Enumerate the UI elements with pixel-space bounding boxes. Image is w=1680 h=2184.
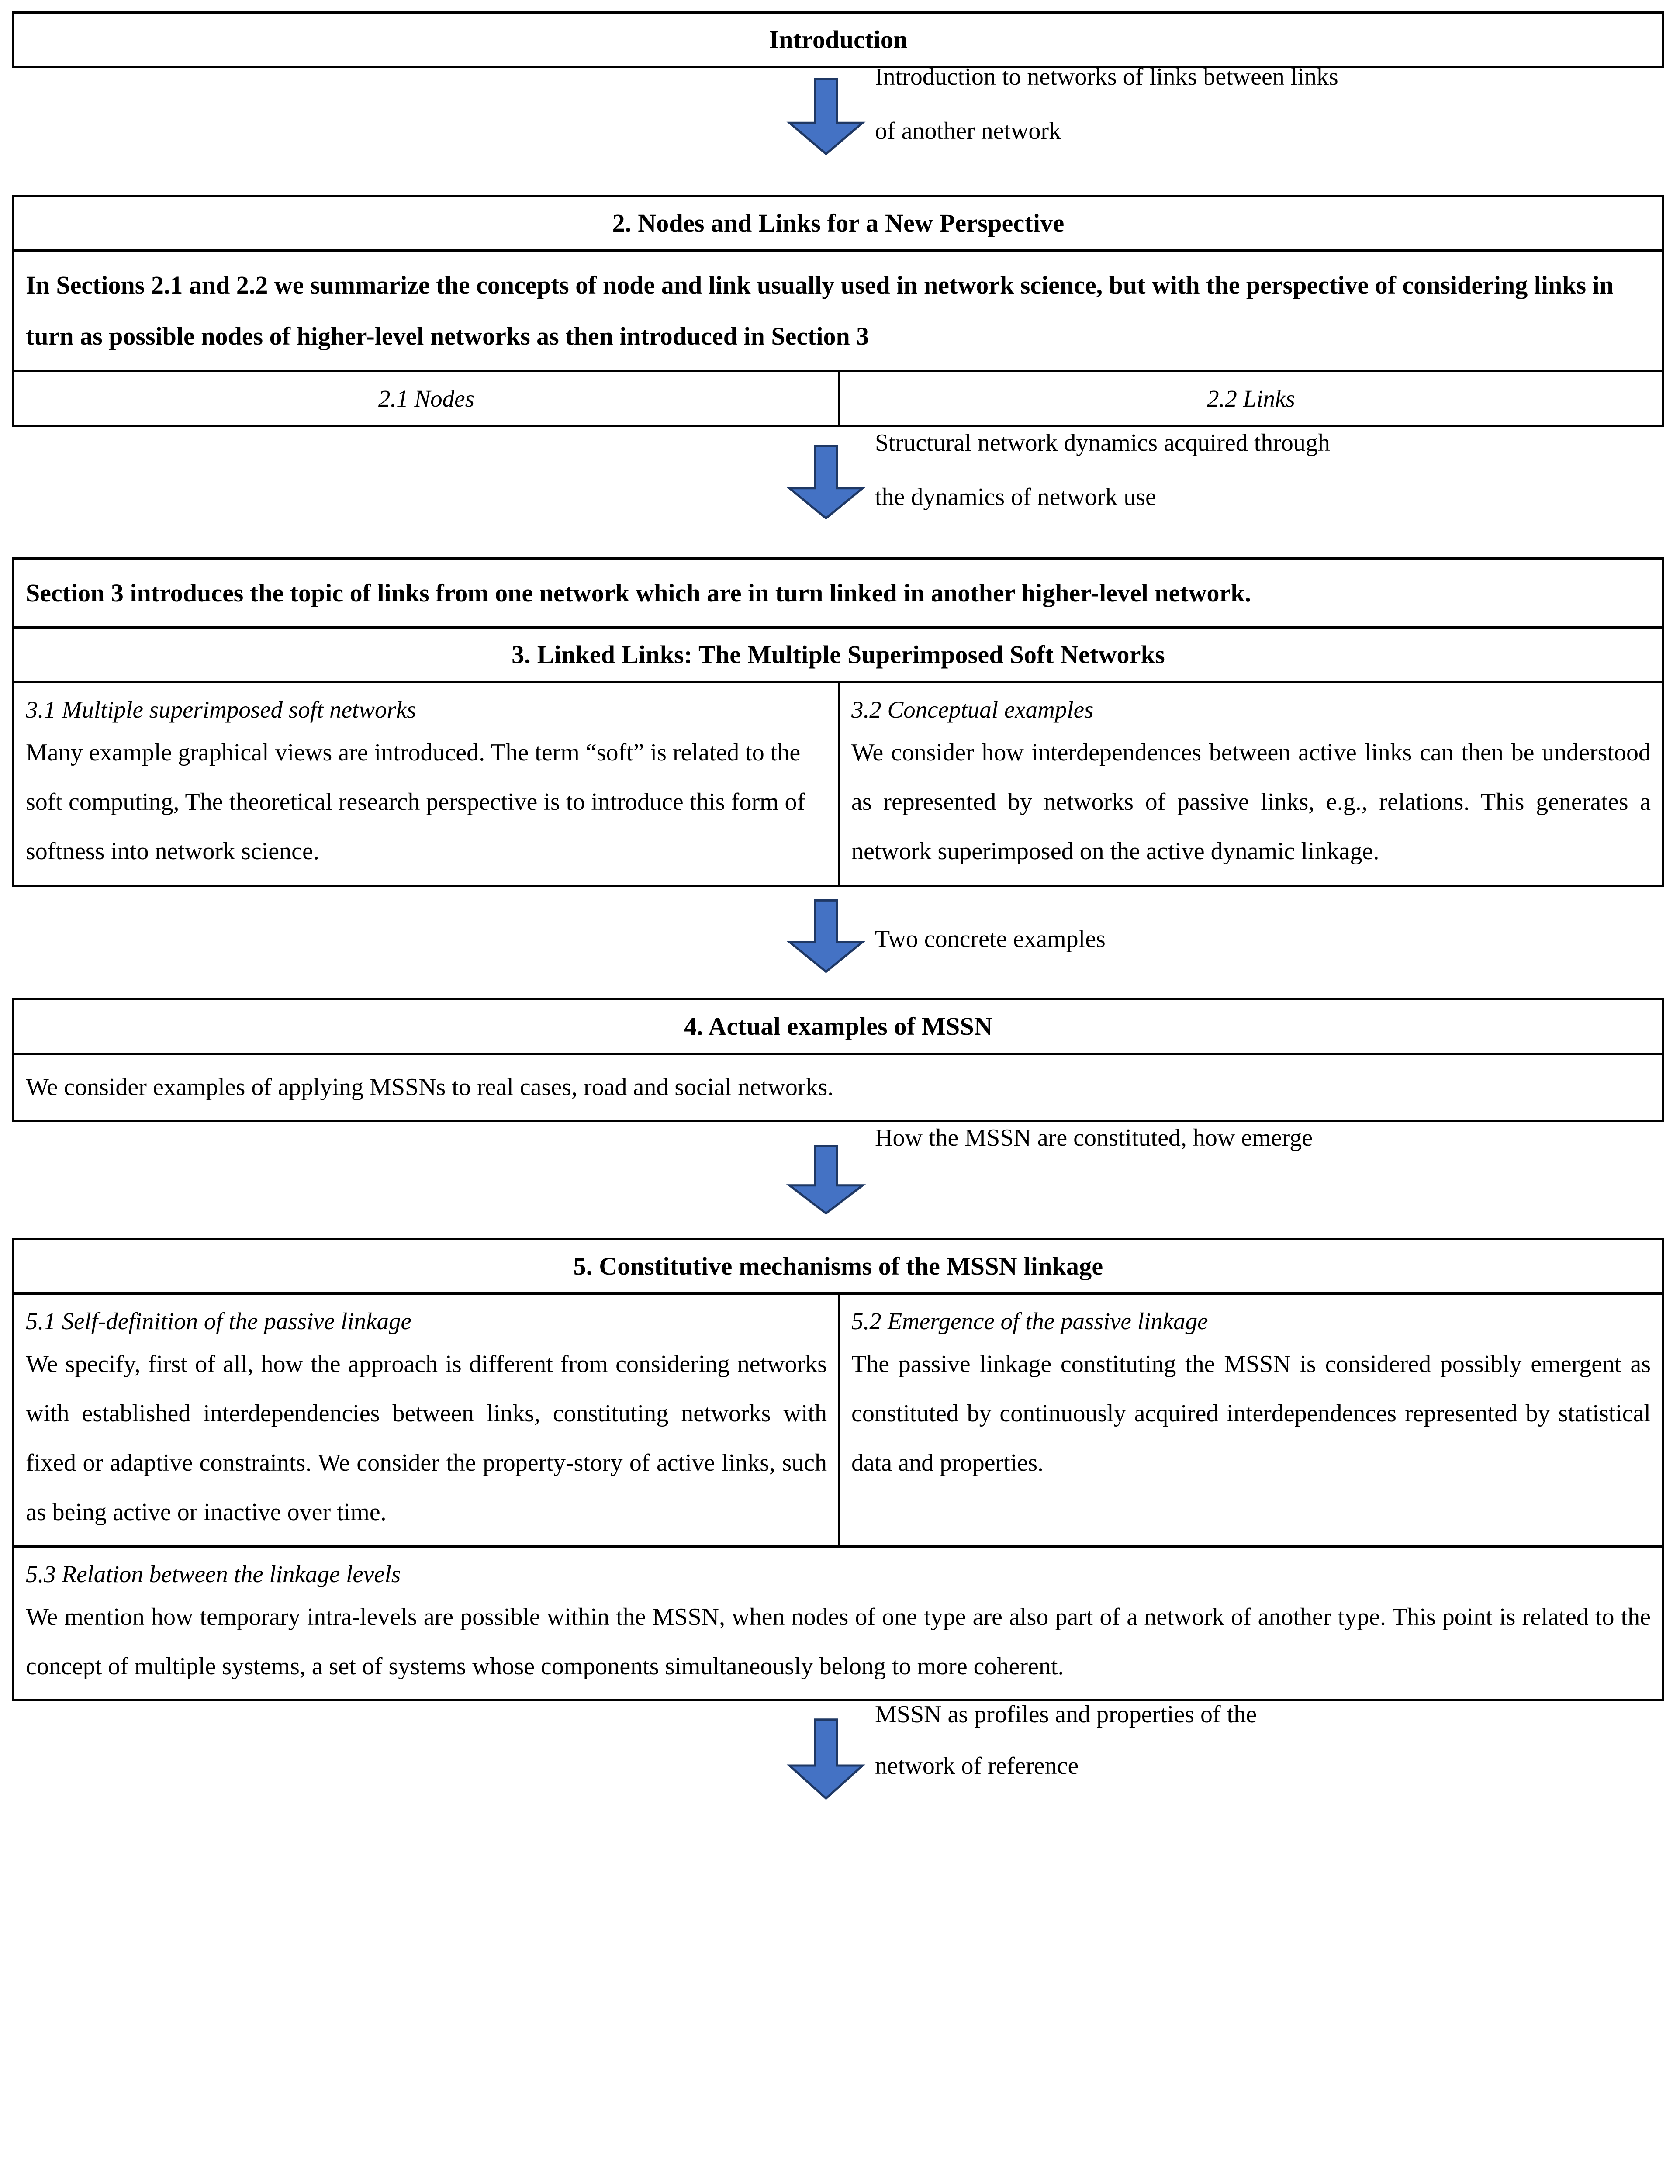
connector-1-line-2: of another network: [875, 117, 1061, 145]
connector-1: Introduction to networks of links betwee…: [12, 65, 1664, 195]
section-5-sub-3-title: 5.3 Relation between the linkage levels: [26, 1560, 401, 1587]
section-3-intro-row: Section 3 introduces the topic of links …: [14, 560, 1662, 626]
section-4-title-row: 4. Actual examples of MSSN: [14, 1000, 1662, 1053]
section-3-sub-2-title: 3.2 Conceptual examples: [851, 696, 1094, 723]
section-2-title: 2. Nodes and Links for a New Perspective: [612, 209, 1065, 238]
section-4-title: 4. Actual examples of MSSN: [684, 1012, 992, 1040]
introduction-box: Introduction: [12, 11, 1664, 69]
section-5-sub-3-row: 5.3 Relation between the linkage levels …: [14, 1545, 1662, 1699]
connector-2-labels: Structural network dynamics acquired thr…: [875, 431, 1330, 539]
introduction-title: Introduction: [769, 25, 908, 54]
connector-4: How the MSSN are constituted, how emerge: [12, 1122, 1664, 1238]
connector-5: MSSN as profiles and properties of the n…: [12, 1701, 1664, 1815]
section-2-box: 2. Nodes and Links for a New Perspective…: [12, 195, 1664, 427]
section-2-summary: In Sections 2.1 and 2.2 we summarize the…: [26, 271, 1614, 351]
section-5-subsections-row: 5.1 Self-definition of the passive linka…: [14, 1292, 1662, 1545]
section-5-sub-2-title: 5.2 Emergence of the passive linkage: [851, 1307, 1208, 1334]
section-2-subsections-row: 2.1 Nodes 2.2 Links: [14, 370, 1662, 425]
connector-3-line-1: Two concrete examples: [875, 925, 1106, 953]
section-3-sub-1-title: 3.1 Multiple superimposed soft networks: [26, 696, 416, 723]
connector-5-labels: MSSN as profiles and properties of the n…: [875, 1702, 1257, 1805]
down-arrow-icon: [786, 899, 866, 973]
section-3-title: 3. Linked Links: The Multiple Superimpos…: [512, 640, 1165, 669]
connector-1-labels: Introduction to networks of links betwee…: [875, 65, 1338, 173]
introduction-title-row: Introduction: [14, 14, 1662, 66]
section-5-sub-3-body: We mention how temporary intra-levels ar…: [26, 1603, 1651, 1680]
connector-5-line-2: network of reference: [875, 1752, 1079, 1780]
section-5-sub-3: 5.3 Relation between the linkage levels …: [14, 1548, 1662, 1699]
section-3-sub-2-body: We consider how interdependences between…: [851, 739, 1651, 865]
section-3-sub-1-body: Many example graphical views are introdu…: [26, 739, 805, 865]
section-2-sub-nodes: 2.1 Nodes: [378, 385, 474, 412]
section-5-sub-2-body: The passive linkage constituting the MSS…: [851, 1351, 1651, 1477]
section-3-subsections-row: 3.1 Multiple superimposed soft networks …: [14, 681, 1662, 885]
section-5-sub-1-body: We specify, first of all, how the approa…: [26, 1351, 827, 1526]
down-arrow-icon: [786, 1718, 866, 1800]
section-4-box: 4. Actual examples of MSSN We consider e…: [12, 998, 1664, 1122]
connector-2-line-1: Structural network dynamics acquired thr…: [875, 429, 1330, 456]
connector-2-line-2: the dynamics of network use: [875, 483, 1156, 511]
connector-5-line-1: MSSN as profiles and properties of the: [875, 1701, 1257, 1728]
section-5-title: 5. Constitutive mechanisms of the MSSN l…: [573, 1251, 1103, 1280]
connector-4-labels: How the MSSN are constituted, how emerge: [875, 1126, 1313, 1150]
connector-3: Two concrete examples: [12, 887, 1664, 998]
section-3-intro: Section 3 introduces the topic of links …: [26, 578, 1251, 607]
connector-4-line-1: How the MSSN are constituted, how emerge: [875, 1124, 1313, 1151]
section-5-sub-1: 5.1 Self-definition of the passive linka…: [14, 1295, 838, 1545]
section-5-sub-1-title: 5.1 Self-definition of the passive linka…: [26, 1307, 411, 1334]
section-3-title-row: 3. Linked Links: The Multiple Superimpos…: [14, 626, 1662, 681]
connector-2: Structural network dynamics acquired thr…: [12, 427, 1664, 557]
section-2-title-row: 2. Nodes and Links for a New Perspective: [14, 197, 1662, 249]
connector-3-labels: Two concrete examples: [875, 927, 1106, 951]
section-4-body: We consider examples of applying MSSNs t…: [26, 1073, 834, 1101]
section-5-sub-2: 5.2 Emergence of the passive linkage The…: [838, 1294, 1662, 1545]
down-arrow-icon: [786, 1145, 866, 1215]
section-3-sub-1: 3.1 Multiple superimposed soft networks …: [14, 683, 838, 885]
section-4-body-row: We consider examples of applying MSSNs t…: [14, 1052, 1662, 1120]
connector-1-line-1: Introduction to networks of links betwee…: [875, 63, 1338, 91]
section-3-box: Section 3 introduces the topic of links …: [12, 557, 1664, 887]
down-arrow-icon: [786, 78, 866, 156]
down-arrow-icon: [786, 445, 866, 520]
section-3-sub-2: 3.2 Conceptual examples We consider how …: [838, 683, 1662, 885]
section-5-title-row: 5. Constitutive mechanisms of the MSSN l…: [14, 1240, 1662, 1292]
section-2-summary-row: In Sections 2.1 and 2.2 we summarize the…: [14, 249, 1662, 370]
section-2-sub-links: 2.2 Links: [838, 372, 1662, 425]
section-5-box: 5. Constitutive mechanisms of the MSSN l…: [12, 1237, 1664, 1702]
